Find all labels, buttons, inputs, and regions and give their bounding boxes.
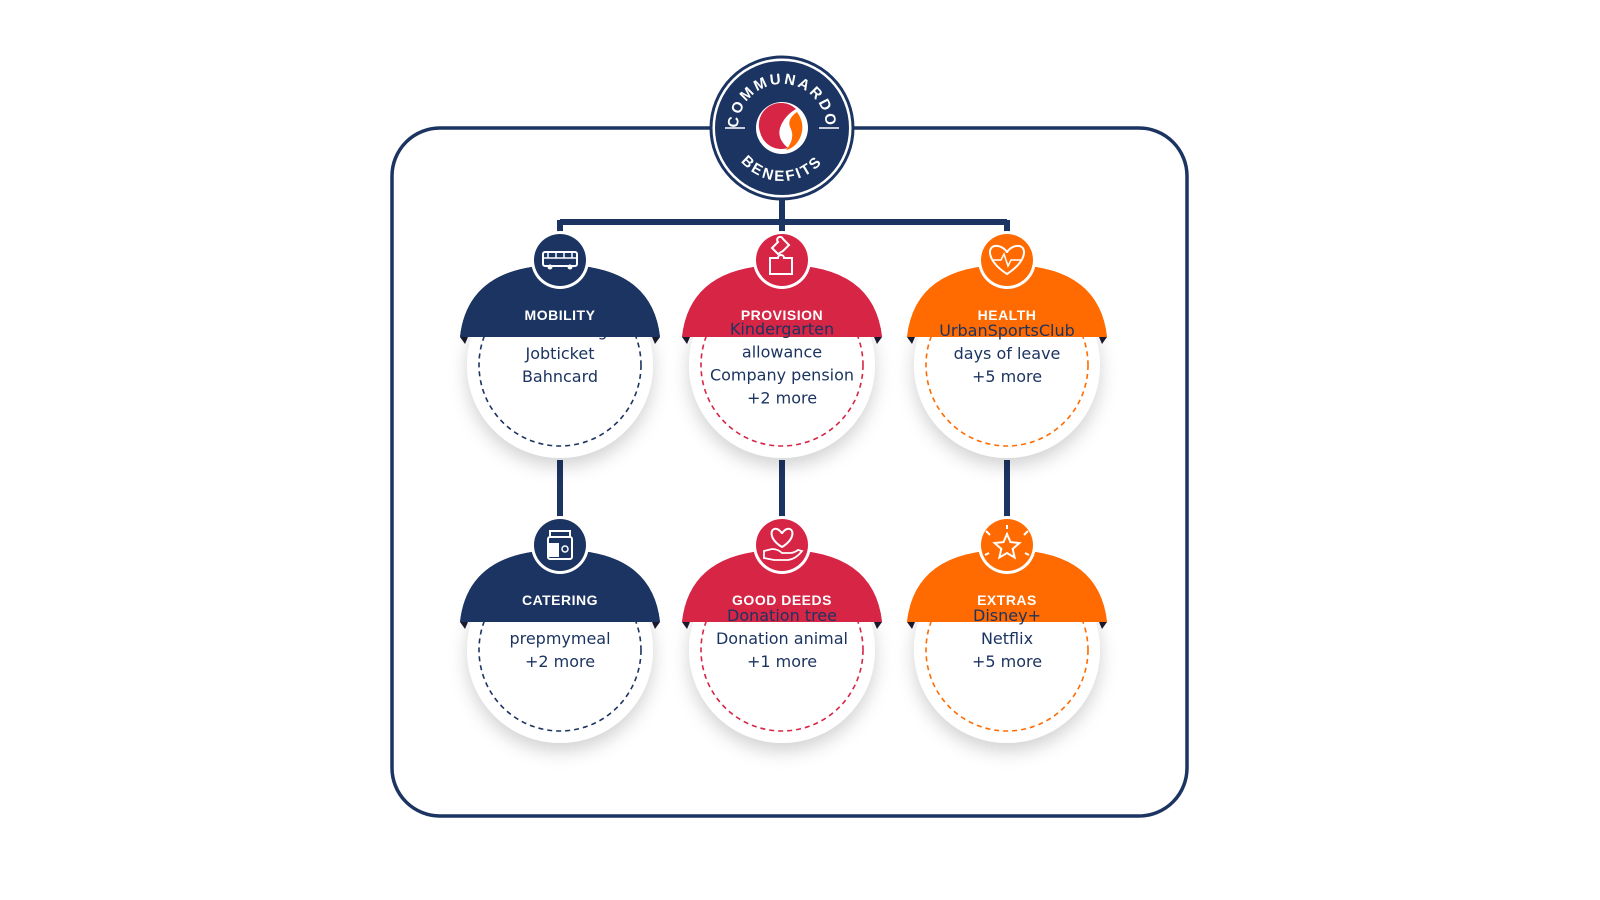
communardo-benefits-badge: COMMUNARDO BENEFITS xyxy=(709,55,855,201)
benefit-item: BikeLeasing xyxy=(512,321,607,340)
corner-tab xyxy=(682,337,690,344)
corner-tab xyxy=(652,622,660,629)
corner-tab xyxy=(907,622,915,629)
benefit-item: +2 more xyxy=(747,389,817,408)
category-header-overlay xyxy=(682,265,882,337)
category-title: HEALTH xyxy=(978,307,1037,323)
benefit-item: UrbanSportsClub xyxy=(939,321,1075,340)
categories: MOBILITYBikeLeasingJobticketBahncardPROV… xyxy=(460,231,1107,743)
heart-hand-icon xyxy=(763,527,804,561)
icon-bg xyxy=(756,519,808,571)
icon-bg xyxy=(981,519,1033,571)
flame-swirl-logo xyxy=(756,102,808,154)
corner-tab xyxy=(460,622,468,629)
benefit-item: HelloFresh xyxy=(518,606,601,625)
benefit-item: Disney+ xyxy=(973,606,1041,625)
benefit-item: +5 more xyxy=(972,652,1042,671)
category-title: EXTRAS xyxy=(977,592,1037,608)
benefit-item: +2 more xyxy=(525,652,595,671)
category-header-overlay xyxy=(682,550,882,622)
category-header-overlay xyxy=(460,550,660,622)
category-header-overlay xyxy=(460,265,660,337)
benefit-item: Company pension xyxy=(710,366,854,385)
corner-tab xyxy=(1099,337,1107,344)
category-header-overlay xyxy=(907,265,1107,337)
benefit-item: allowance xyxy=(742,343,822,362)
heart-pulse-icon xyxy=(989,244,1025,276)
category-header-overlay xyxy=(907,550,1107,622)
benefit-item: Donation tree xyxy=(727,606,837,625)
benefit-item: Kindergarten xyxy=(730,320,834,339)
corner-tab xyxy=(652,337,660,344)
bus-icon xyxy=(542,251,578,270)
category-title: MOBILITY xyxy=(525,307,596,323)
benefit-item: +5 more xyxy=(972,367,1042,386)
benefit-item: Bahncard xyxy=(522,367,598,386)
icon-bg xyxy=(534,234,586,286)
benefit-item: days of leave xyxy=(954,344,1061,363)
corner-tab xyxy=(460,337,468,344)
icon-bg xyxy=(756,234,808,286)
corner-tab xyxy=(682,622,690,629)
icon-bg xyxy=(534,519,586,571)
category-title: GOOD DEEDS xyxy=(732,592,832,608)
puzzle-icon xyxy=(769,235,793,275)
corner-tab xyxy=(1099,622,1107,629)
benefit-item: +1 more xyxy=(747,652,817,671)
benefit-item: Donation animal xyxy=(716,629,848,648)
food-jar-icon xyxy=(547,530,573,560)
icon-bg xyxy=(981,234,1033,286)
benefit-item: prepmymeal xyxy=(509,629,610,648)
benefit-item: Netflix xyxy=(981,629,1033,648)
benefit-item: Jobticket xyxy=(525,344,595,363)
star-icon xyxy=(984,525,1030,560)
corner-tab xyxy=(874,622,882,629)
corner-tab xyxy=(907,337,915,344)
category-title: PROVISION xyxy=(741,307,823,323)
category-title: CATERING xyxy=(522,592,598,608)
corner-tab xyxy=(874,337,882,344)
